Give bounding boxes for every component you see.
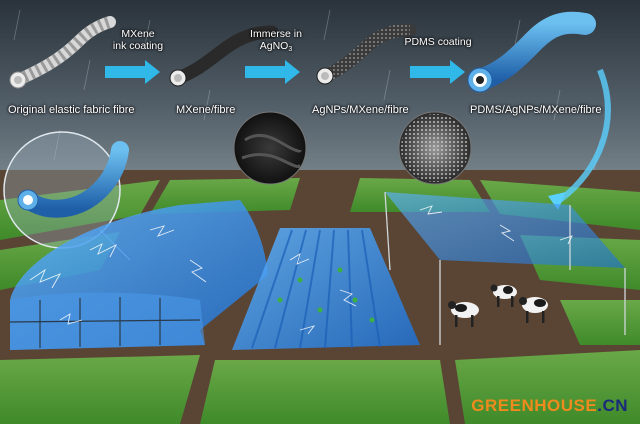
watermark: GREENHOUSE.CN bbox=[471, 396, 628, 416]
curve-arrow bbox=[558, 68, 611, 203]
stage-label-agnps: AgNPs/MXene/fibre bbox=[312, 104, 409, 116]
step-immerse-subscript: 3 bbox=[288, 46, 293, 53]
mulch-film-field bbox=[232, 228, 420, 350]
watermark-greenhouse: GREENHOUSE bbox=[471, 396, 598, 415]
watermark-cn: .CN bbox=[597, 396, 628, 415]
process-arrows bbox=[105, 60, 465, 84]
step-immerse-line2: AgNO3 bbox=[244, 40, 308, 56]
step-immerse-line1: Immerse in bbox=[250, 28, 302, 40]
curve-arrow-head bbox=[548, 192, 566, 210]
micrograph-mxene bbox=[233, 111, 307, 185]
step-mxene-line2: ink coating bbox=[112, 40, 164, 52]
fibre-original bbox=[9, 16, 116, 89]
fibre-mxene bbox=[169, 25, 279, 87]
step-pdms-coating: PDMS coating bbox=[404, 36, 472, 48]
fibre-pdms bbox=[467, 11, 596, 93]
step-mxene-coating: MXene ink coating bbox=[108, 28, 168, 52]
stage-label-original: Original elastic fabric fibre bbox=[8, 104, 135, 116]
step-immerse: Immerse in AgNO3 bbox=[244, 28, 308, 56]
shade-structure bbox=[384, 191, 626, 345]
cows bbox=[448, 284, 548, 327]
stage-label-pdms: PDMS/AgNPs/MXene/fibre bbox=[470, 104, 602, 116]
stage-label-mxene: MXene/fibre bbox=[176, 104, 236, 116]
step-immerse-agno: AgNO bbox=[259, 40, 289, 52]
fibre-agnps bbox=[316, 23, 417, 85]
greenhouse bbox=[9, 200, 268, 350]
micrograph-agnps bbox=[398, 111, 472, 185]
step-mxene-line1: MXene bbox=[121, 28, 155, 40]
